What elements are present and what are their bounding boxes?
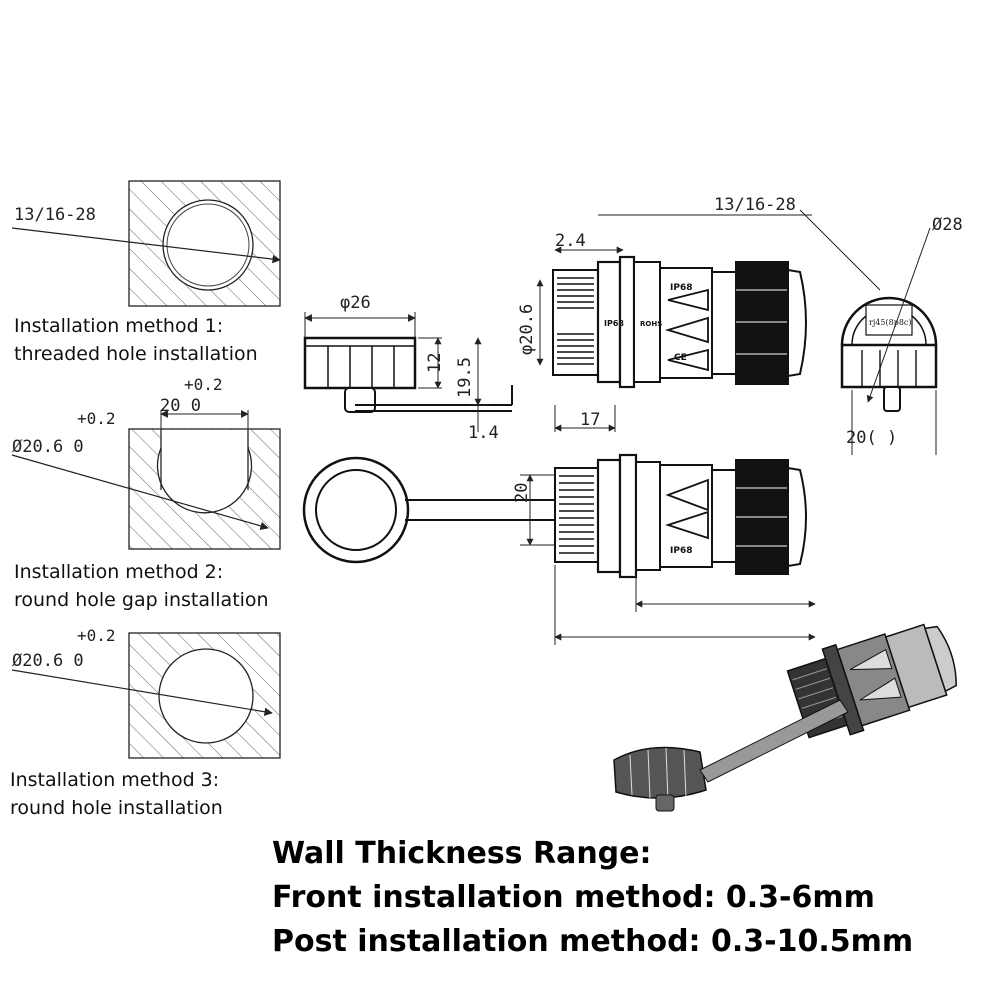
method1-caption: Installation method 1: threaded hole ins… [14, 312, 258, 368]
connector-front-view [302, 453, 816, 645]
dim-2-4-label: 2.4 [555, 231, 586, 251]
method1-caption-line2: threaded hole installation [14, 343, 258, 365]
wall-thickness-post: Post installation method: 0.3-10.5mm [272, 924, 914, 959]
method3-caption-line2: round hole installation [10, 797, 223, 819]
wall-thickness-front: Front installation method: 0.3-6mm [272, 880, 875, 915]
connector-side-view-top [536, 214, 812, 389]
method3-hole-panel [11, 632, 281, 759]
wall-thickness-title: Wall Thickness Range: [272, 836, 652, 871]
method2-hole-panel [11, 410, 281, 550]
method3-dia-tol: +0.2 [77, 626, 116, 645]
marking-ip68-left: IP68 [604, 319, 624, 328]
method2-width-label: 20 0 [160, 396, 201, 416]
dust-cap-side-view [303, 312, 616, 432]
marking-rohs: ROHS [640, 320, 662, 328]
rj45-label: rj45(8p8c) [869, 318, 912, 327]
dust-cap-perspective-illustration [613, 699, 849, 812]
dim-20-front-label: 20 [512, 483, 532, 503]
dim-1-4-label: 1.4 [468, 423, 499, 443]
outer-diameter-label: Ø28 [932, 215, 963, 235]
method2-dia-tol: +0.2 [77, 409, 116, 428]
thread-size-label: 13/16-28 [714, 195, 796, 215]
method3-caption-line1: Installation method 3: [10, 769, 220, 791]
dim-17-label: 17 [580, 410, 600, 430]
body-diameter-label: φ20.6 [517, 304, 537, 355]
cap-diameter-label: φ26 [340, 293, 371, 313]
marking-ip68-front: IP68 [670, 546, 692, 556]
method2-width-tol: +0.2 [184, 375, 223, 394]
dim-19-5-label: 19.5 [455, 357, 475, 398]
method1-caption-line1: Installation method 1: [14, 315, 224, 337]
method3-dia-label: Ø20.6 0 [12, 651, 84, 671]
method2-dia-label: Ø20.6 0 [12, 437, 84, 457]
method2-caption-line1: Installation method 2: [14, 561, 224, 583]
method2-caption: Installation method 2: round hole gap in… [14, 558, 269, 614]
method1-hole-panel [11, 180, 281, 307]
marking-ce: CE [674, 353, 687, 363]
marking-ip68-top: IP68 [670, 283, 692, 293]
method3-caption: Installation method 3: round hole instal… [10, 766, 223, 822]
dim-12-label: 12 [425, 353, 445, 373]
wall-thickness-block: Wall Thickness Range: Front installation… [272, 832, 913, 964]
method1-thread-label: 13/16-28 [14, 205, 96, 225]
connector-end-view [799, 209, 938, 455]
method2-caption-line2: round hole gap installation [14, 589, 269, 611]
dim-20-side-label: 20( ) [846, 428, 897, 448]
